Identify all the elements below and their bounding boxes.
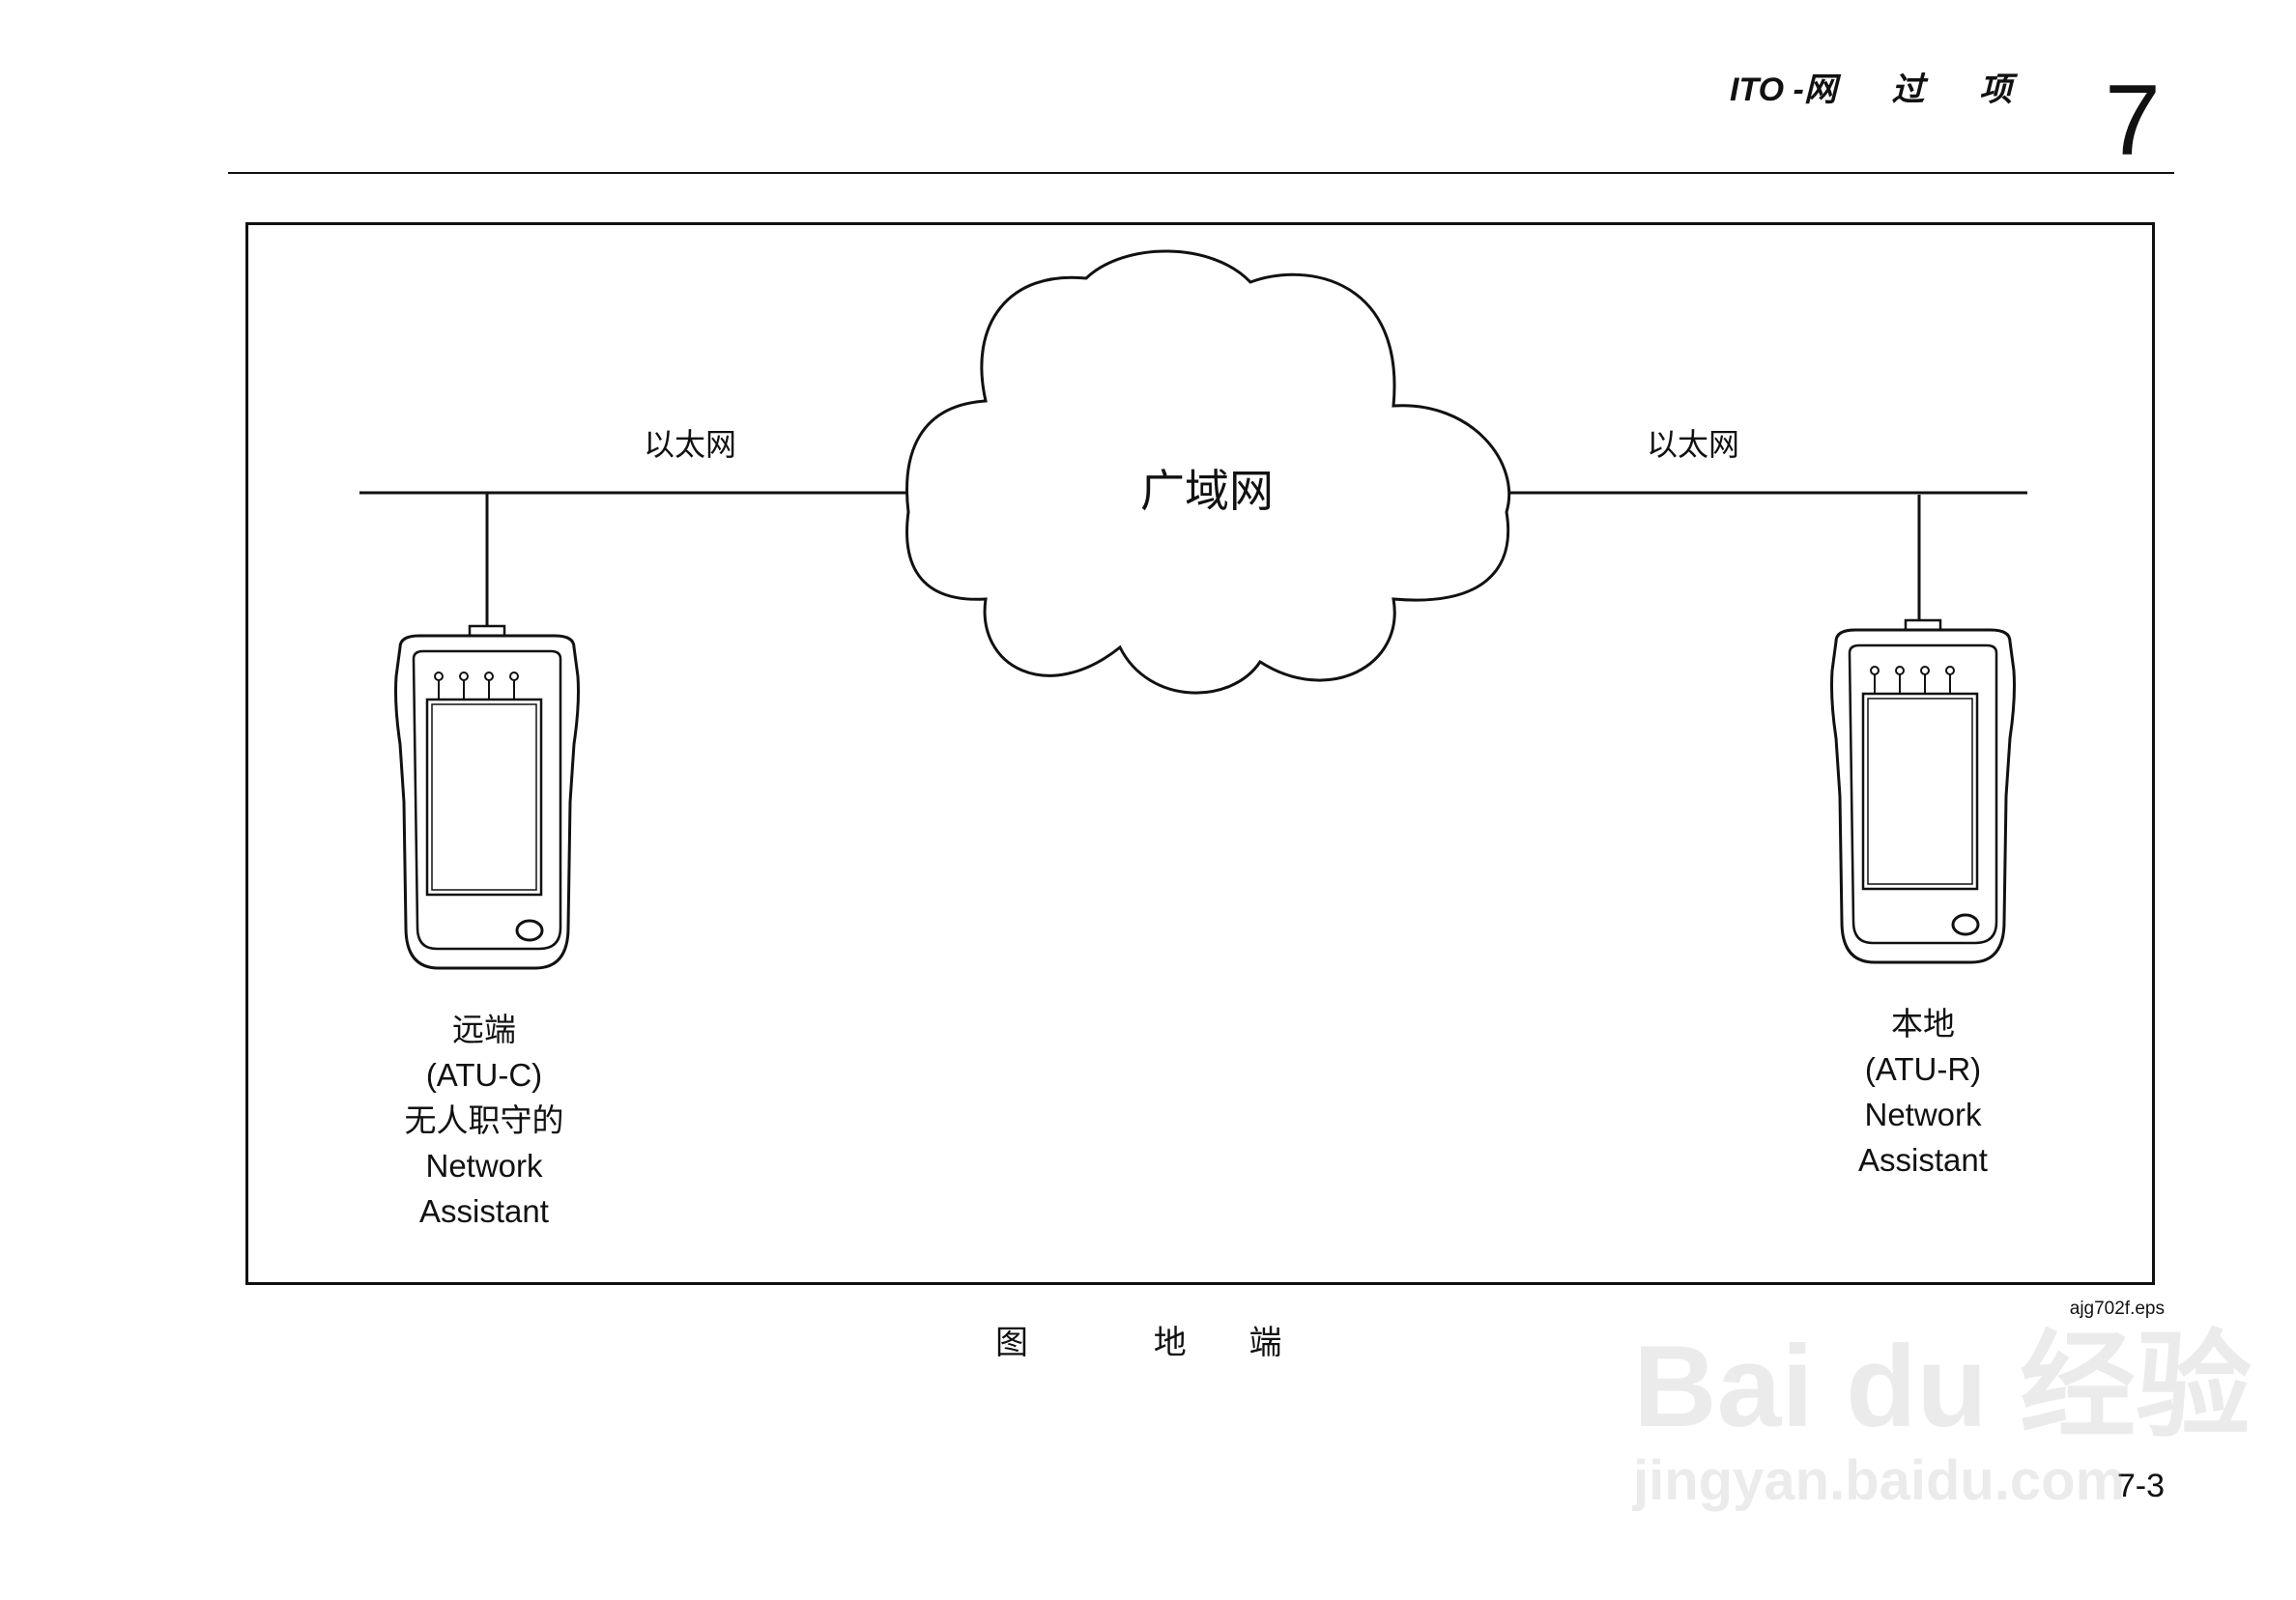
device-left-line3: 无人职守的: [404, 1101, 564, 1139]
watermark-brand: Bai du 经验: [1633, 1322, 2253, 1451]
device-left-icon: [394, 624, 580, 970]
figure-file-name: ajg702f.eps: [2069, 1299, 2165, 1319]
network-diagram: 以太网 以太网 广域网 远端 (ATU-C) 无人职守的 Network Ass…: [245, 222, 2155, 1285]
baidu-watermark: Bai du 经验 jingyan.baidu.com: [1633, 1324, 2252, 1517]
device-left-label: 远端 (ATU-C) 无人职守的 Network Assistant: [310, 1007, 658, 1234]
device-right-icon: [1830, 618, 2016, 964]
device-left-line1: 远端: [452, 1011, 516, 1048]
device-right-line2: (ATU-R): [1864, 1051, 1982, 1087]
device-right-line1: 本地: [1891, 1005, 1955, 1043]
section-title: ITO -网 过 项: [1730, 71, 2013, 108]
ethernet-label-right: 以太网: [1646, 426, 1739, 463]
device-right-line4: Assistant: [1858, 1142, 1988, 1178]
wan-cloud-shape: [905, 249, 1511, 695]
device-right-line3: Network: [1864, 1097, 1982, 1132]
wan-label: 广域网: [1140, 465, 1274, 517]
chapter-number: 7: [2105, 65, 2161, 177]
ethernet-label-left: 以太网: [643, 426, 736, 463]
figure-frame: [245, 222, 2155, 1285]
header-rule: [228, 172, 2174, 174]
device-right-label: 本地 (ATU-R) Network Assistant: [1749, 1001, 2097, 1183]
figure-caption: 图 地 端: [995, 1324, 1282, 1362]
device-left-line2: (ATU-C): [425, 1057, 543, 1093]
device-left-line4: Network: [425, 1148, 543, 1184]
diagram-svg: [359, 249, 2027, 970]
page-number: 7-3: [2116, 1468, 2165, 1504]
device-left-line5: Assistant: [419, 1193, 549, 1229]
watermark-url: jingyan.baidu.com: [1633, 1449, 2126, 1512]
